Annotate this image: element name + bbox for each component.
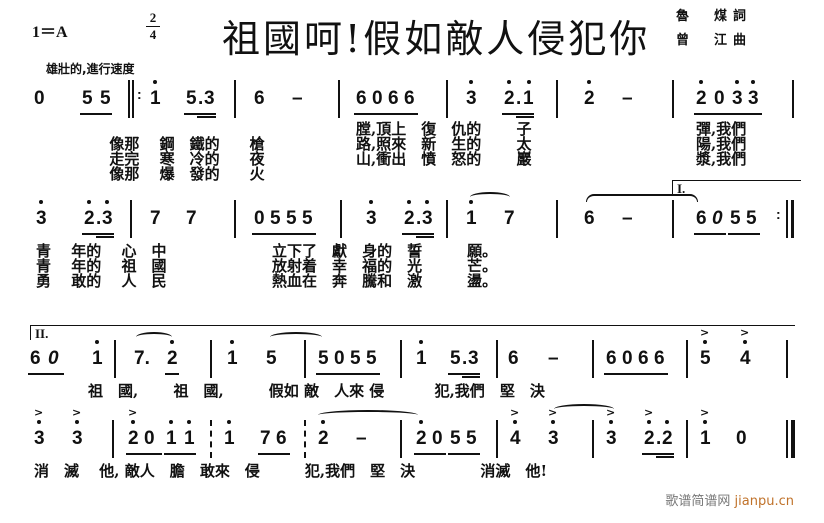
time-signature-bottom: 4 (149, 27, 157, 42)
time-signature-line (146, 26, 160, 27)
song-title: 祖國呵!假如敵人侵犯你 (222, 17, 651, 61)
lyric-line-2: 青 年的 祖 國 (36, 257, 167, 275)
first-ending-bracket: I. (672, 180, 801, 196)
watermark: 歌谱简谱网 jianpu.cn (665, 490, 794, 509)
composer-credit: 曾 江曲 (676, 33, 753, 48)
watermark-domain: jianpu.cn (734, 494, 794, 509)
time-signature: 2 4 (146, 11, 160, 42)
second-ending-bracket: II. (30, 325, 795, 341)
lyric-line-2: 走完 寒 冷的 夜 (109, 150, 265, 168)
time-signature-top: 2 (149, 10, 157, 25)
lyric-line-3: 勇 敢的 人 民 (36, 272, 167, 290)
lyric-line-3: 像那 爆 發的 火 (109, 165, 265, 183)
tempo-marking: 雄壯的,進行速度 (46, 62, 135, 76)
lyric-line-1: 像那 鋼 鐵的 槍 (109, 135, 265, 153)
key-signature: 1＝A (32, 24, 68, 41)
lyric-line: 祖 國, 祖 國, 假如 敵 人來 侵 犯,我們 堅 決 (88, 382, 545, 400)
lyricist-credit: 魯 煤詞 (676, 9, 753, 24)
credits: 魯 煤詞 曾 江曲 (676, 5, 752, 53)
lyric-line: 消 滅 他, 敵人 膽 敢來 侵 犯,我們 堅 決 消滅 他! (34, 462, 548, 480)
watermark-site: 歌谱简谱网 (665, 494, 731, 509)
lyric-line-1: 青 年的 心 中 (36, 242, 167, 260)
